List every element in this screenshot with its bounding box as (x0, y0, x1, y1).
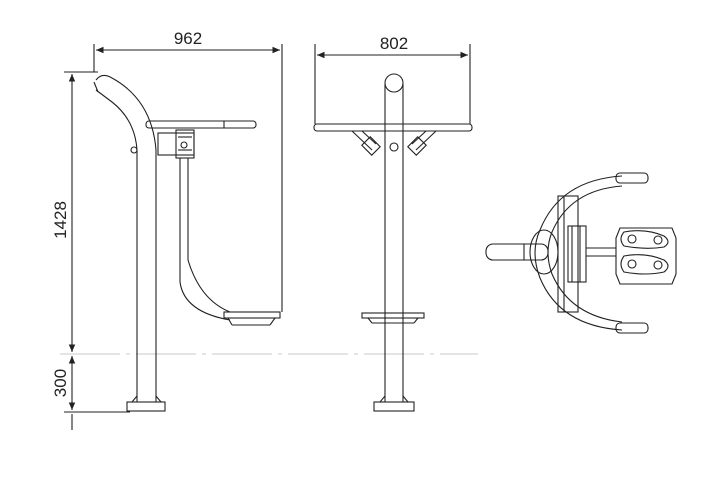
dimension-height-total: 1428 (51, 201, 70, 239)
dimension-width-front: 802 (380, 34, 408, 53)
side-view (64, 44, 283, 430)
dimension-width-side: 962 (174, 29, 202, 48)
top-view (485, 172, 677, 334)
front-view (313, 44, 473, 412)
dimension-height-ground: 300 (51, 369, 70, 397)
